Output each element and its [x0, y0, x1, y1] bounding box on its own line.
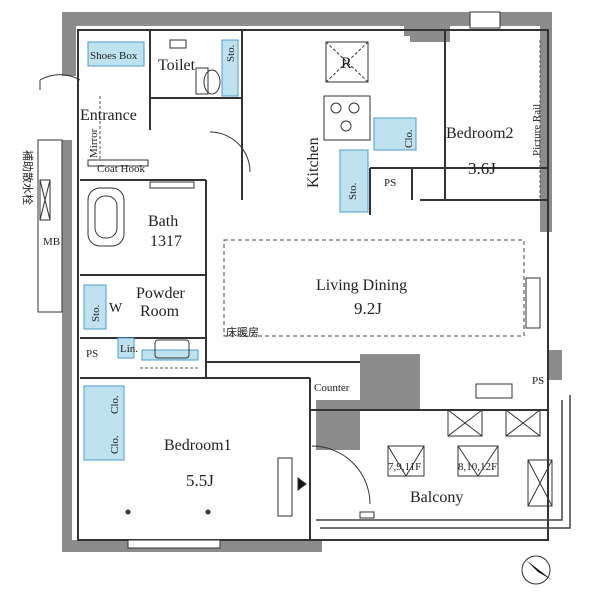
powder-room-label-1: Powder: [136, 285, 186, 302]
bedroom2-label: Bedroom2: [446, 125, 514, 142]
balcony-label: Balcony: [410, 489, 463, 506]
fixtures: [37, 11, 553, 549]
toilet-label: Toilet: [158, 57, 196, 74]
linen-label: Lin.: [120, 343, 138, 355]
bedroom1-clo-bottom-label: Clo.: [109, 435, 121, 454]
washer-label: W: [109, 301, 123, 316]
r-label: R: [341, 55, 352, 72]
coat-hook-label: Coat Hook: [97, 163, 145, 175]
ps-top-label: PS: [384, 177, 396, 189]
bedroom2-size-label: 3.6J: [468, 159, 496, 178]
bath-size-label: 1317: [150, 233, 182, 250]
floors-b-label: 8,10,12F: [458, 461, 497, 473]
ps-left-label: PS: [86, 348, 98, 360]
picture-rail-label: Picture Rail: [531, 104, 543, 156]
powder-sto-label: Sto.: [90, 304, 102, 322]
powder-room-label-2: Room: [140, 303, 180, 320]
mb-label: MB: [43, 236, 60, 248]
floor-heating-label: 床暖房: [226, 325, 259, 339]
compass-icon: [521, 555, 552, 585]
living-dining-label: Living Dining: [316, 277, 407, 294]
bedroom1-clo-top-label: Clo.: [109, 395, 121, 414]
kitchen-sto-label: Sto.: [347, 182, 359, 200]
ceiling-points: [125, 509, 211, 515]
counter-label: Counter: [314, 382, 350, 394]
bedroom1-label: Bedroom1: [164, 437, 232, 454]
shoes-box-label: Shoes Box: [90, 50, 138, 62]
bedroom1-size-label: 5.5J: [186, 471, 214, 490]
mirror-label: Mirror: [88, 128, 100, 158]
dashed-lines: [99, 40, 541, 369]
interior-walls: [77, 29, 549, 541]
floor-heating-zone: [223, 239, 525, 337]
balcony-rail: [316, 395, 571, 529]
room-labels: Shoes Box Toilet Sto. R Entrance Mirror …: [21, 44, 544, 506]
toilet-sto-label: Sto.: [225, 44, 237, 62]
ps-right-label: PS: [532, 375, 544, 387]
storage-areas: [83, 39, 417, 461]
bath-label: Bath: [148, 213, 178, 230]
balcony-units: [387, 445, 499, 477]
living-size-label: 9.2J: [354, 299, 382, 318]
entrance-label: Entrance: [80, 107, 137, 124]
extinguisher-label: 補助散水栓: [21, 150, 35, 205]
bedroom2-clo-label: Clo.: [403, 129, 415, 148]
kitchen-label: Kitchen: [305, 137, 322, 188]
floors-a-label: 7,9,11F: [388, 461, 421, 473]
outer-walls: [62, 12, 562, 552]
